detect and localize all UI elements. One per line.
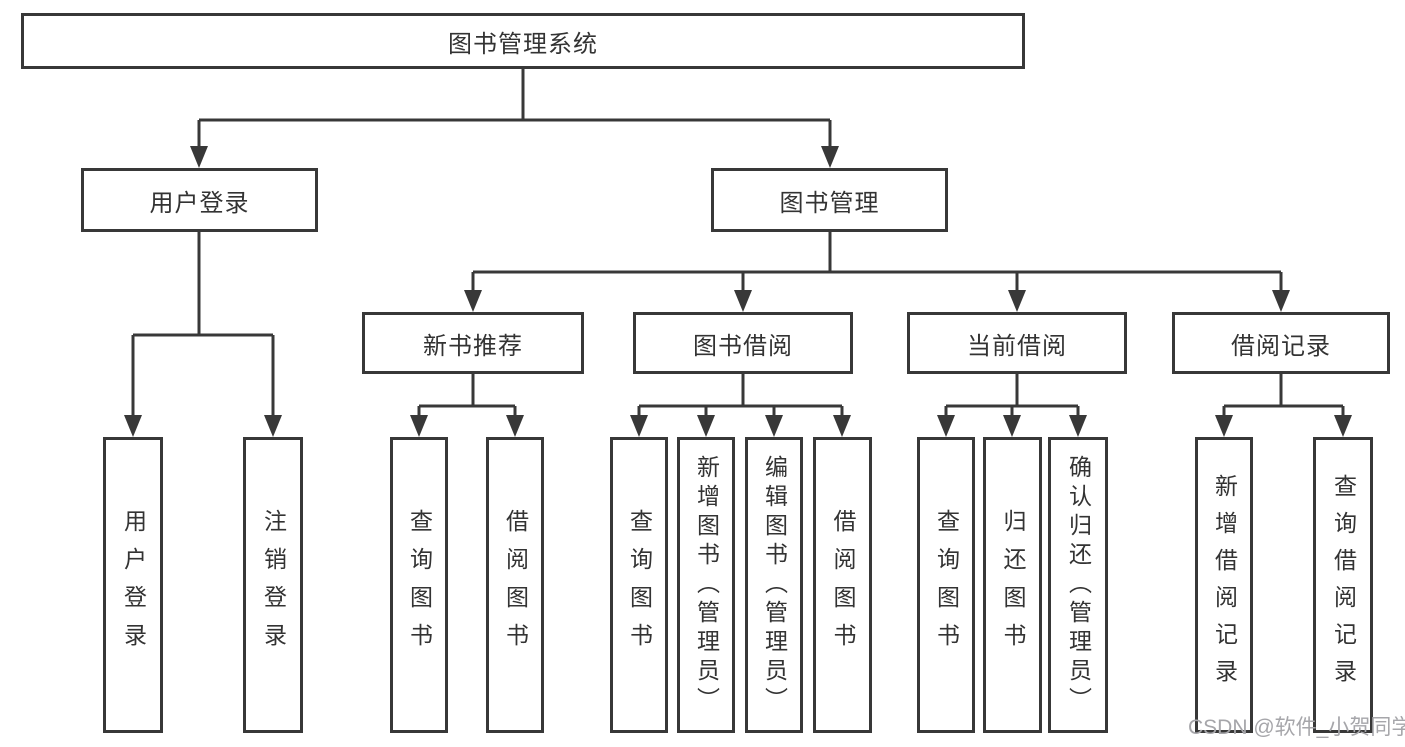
leaf-logout: 注销登录 (243, 437, 303, 733)
leaf-edit-book-admin: 编辑图书（管理员） (745, 437, 803, 733)
leaf-query-borrow-record: 查询借阅记录 (1313, 437, 1373, 733)
leaf-return-books: 归还图书 (983, 437, 1042, 733)
leaf-confirm-return-admin: 确认归还（管理员） (1048, 437, 1108, 733)
node-borrowing-records: 借阅记录 (1172, 312, 1390, 374)
leaf-user-login: 用户登录 (103, 437, 163, 733)
leaf-query-books-current: 查询图书 (917, 437, 975, 733)
node-new-book-recommendation: 新书推荐 (362, 312, 584, 374)
node-library-management-system: 图书管理系统 (21, 13, 1025, 69)
leaf-add-borrow-record: 新增借阅记录 (1195, 437, 1253, 733)
leaf-query-books-recommend: 查询图书 (390, 437, 448, 733)
node-book-management: 图书管理 (711, 168, 948, 232)
csdn-watermark: CSDN @软件_小贺同学 (1188, 716, 1405, 739)
node-book-borrowing: 图书借阅 (633, 312, 853, 374)
node-user-login: 用户登录 (81, 168, 318, 232)
leaf-query-books-borrowing: 查询图书 (610, 437, 668, 733)
leaf-borrow-books-recommend: 借阅图书 (486, 437, 544, 733)
node-current-borrowing: 当前借阅 (907, 312, 1127, 374)
leaf-borrow-books: 借阅图书 (813, 437, 872, 733)
leaf-add-book-admin: 新增图书（管理员） (677, 437, 735, 733)
